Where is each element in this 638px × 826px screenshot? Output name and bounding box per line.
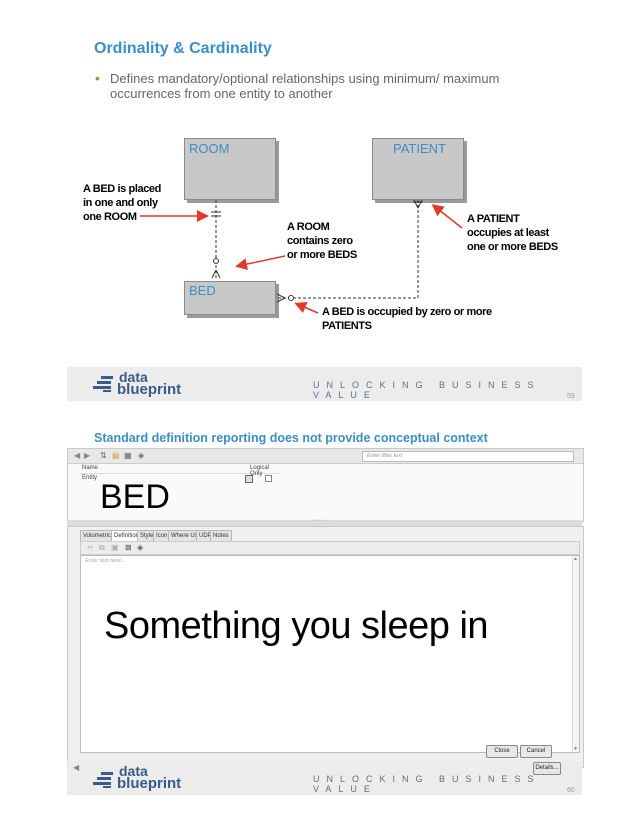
bed-entity-label: BED [189, 283, 216, 298]
logo-text-bottom: blueprint [117, 775, 182, 792]
footer-tagline: UNLOCKING BUSINESS VALUE [313, 380, 541, 400]
paste-icon[interactable]: ▣ [111, 543, 119, 552]
slide1-footer: data blueprint UNLOCKING BUSINESS VALUE … [67, 367, 582, 401]
logo-text-top: data [119, 763, 148, 779]
annotation-room-contains: A ROOM contains zero or more BEDS [287, 220, 357, 262]
close-button[interactable]: Close [486, 745, 518, 758]
annotation-line: occupies at least [467, 227, 549, 239]
annotation-line: one or more BEDS [467, 241, 558, 253]
spell-check-icon[interactable]: ⊠ [125, 543, 132, 552]
pane-splitter[interactable]: ······ [67, 517, 582, 526]
copy-icon[interactable]: ⧉ [99, 543, 105, 552]
arrow-room-contains [235, 255, 286, 270]
filter-input[interactable]: Enter filter text [362, 451, 574, 462]
bed-entity [184, 281, 276, 315]
logo-mark-icon [93, 376, 113, 392]
patient-entity [372, 138, 464, 200]
annotation-line: A PATIENT [467, 213, 520, 225]
column-name[interactable]: Name [82, 465, 99, 471]
bed-crowfoot-top [276, 293, 286, 299]
editor-tab-bar: Volumetrics Definition Style Icon Where … [80, 530, 380, 541]
details-button[interactable]: Details... [533, 762, 561, 775]
patient-entity-label: PATIENT [393, 141, 446, 156]
bullet-icon: • [95, 70, 100, 86]
arrow-bed-occupied [294, 302, 319, 314]
filter-placeholder: Enter filter text [367, 453, 403, 459]
page-number: 60 [567, 787, 575, 794]
arrow-patient-occupies [431, 204, 463, 229]
annotation-patient-occupies: A PATIENT occupies at least one or more … [467, 212, 558, 254]
patient-zero-circle [288, 295, 294, 301]
footer-tagline: UNLOCKING BUSINESS VALUE [313, 774, 541, 794]
overlay-definition-label: Something you sleep in [104, 605, 489, 647]
row-name: Entity [82, 475, 98, 481]
logical-only-checkbox[interactable] [265, 475, 272, 482]
filter-toolbar: ◀ ▶ ⇅ ▤ ▦ ◈ Enter filter text [68, 449, 583, 464]
annotation-line: or more BEDS [287, 249, 357, 261]
bed-crowfoot-bottom [276, 297, 286, 303]
relationship-diagram [140, 199, 463, 314]
logo-text-bottom: blueprint [117, 381, 182, 398]
bed-crowfoot-left [211, 269, 217, 279]
annotation-line: A BED is occupied by zero or more [322, 306, 492, 318]
room-entity-label: ROOM [189, 141, 230, 156]
annotation-line: PATIENTS [322, 320, 372, 332]
patient-crowfoot-left [413, 199, 419, 209]
annotation-line: one ROOM [83, 211, 137, 223]
logo-text-top: data [119, 369, 148, 385]
slide1-bullet: Defines mandatory/optional relationships… [110, 71, 500, 101]
annotation-bed-placed: A BED is placed in one and only one ROOM [83, 182, 161, 224]
cut-icon[interactable]: ✂ [87, 543, 94, 552]
vertical-scrollbar[interactable]: ▲ ▼ [572, 556, 579, 752]
row-icon[interactable] [245, 475, 253, 483]
editor-toolbar: ✂ ⧉ ▣ ⊠ ◈ [80, 541, 580, 555]
page-number: 59 [567, 393, 575, 400]
definition-textarea[interactable]: Enter text here... ▲ ▼ [80, 555, 580, 753]
nav-prev-icon[interactable]: ◀ [73, 763, 80, 772]
sort-icon[interactable]: ⇅ [100, 451, 107, 460]
format-icon[interactable]: ◈ [137, 543, 144, 552]
filter-icon[interactable]: ▦ [124, 451, 132, 460]
tab-notes[interactable]: Notes [210, 530, 232, 541]
patient-crowfoot-right [417, 199, 423, 209]
annotation-line: contains zero [287, 235, 353, 247]
scroll-up-icon[interactable]: ▲ [573, 556, 578, 562]
tag-icon[interactable]: ◈ [138, 451, 145, 460]
scroll-down-icon[interactable]: ▼ [573, 746, 578, 752]
entity-list-pane: ◀ ▶ ⇅ ▤ ▦ ◈ Enter filter text Name Logic… [67, 448, 584, 522]
definition-placeholder: Enter text here... [85, 558, 126, 564]
nav-back-icon[interactable]: ◀ [74, 451, 81, 460]
bed-crowfoot-right [215, 269, 221, 279]
definition-editor-pane: Volumetrics Definition Style Icon Where … [67, 526, 584, 768]
overlay-bed-label: BED [100, 478, 170, 516]
annotation-bed-occupied: A BED is occupied by zero or more PATIEN… [322, 305, 492, 333]
annotation-line: A BED is placed [83, 183, 161, 195]
grid-header: Name Logical Only [80, 465, 280, 477]
folder-icon[interactable]: ▤ [112, 451, 120, 460]
splitter-grip-icon: ······ [312, 517, 332, 524]
slide2-title: Standard definition reporting does not p… [94, 431, 488, 445]
slide2-footer: Details... ◀ data blueprint UNLOCKING BU… [67, 761, 582, 795]
nav-forward-icon[interactable]: ▶ [84, 451, 91, 460]
table-row[interactable]: Entity [80, 475, 280, 483]
annotation-line: in one and only [83, 197, 158, 209]
annotation-line: A ROOM [287, 221, 330, 233]
bed-zero-circle [213, 258, 219, 264]
column-logical-only[interactable]: Logical Only [250, 465, 270, 477]
room-entity [184, 138, 276, 200]
slide1-title: Ordinality & Cardinality [94, 40, 272, 57]
cancel-button[interactable]: Cancel [520, 745, 552, 758]
logo-mark-icon [93, 772, 113, 788]
